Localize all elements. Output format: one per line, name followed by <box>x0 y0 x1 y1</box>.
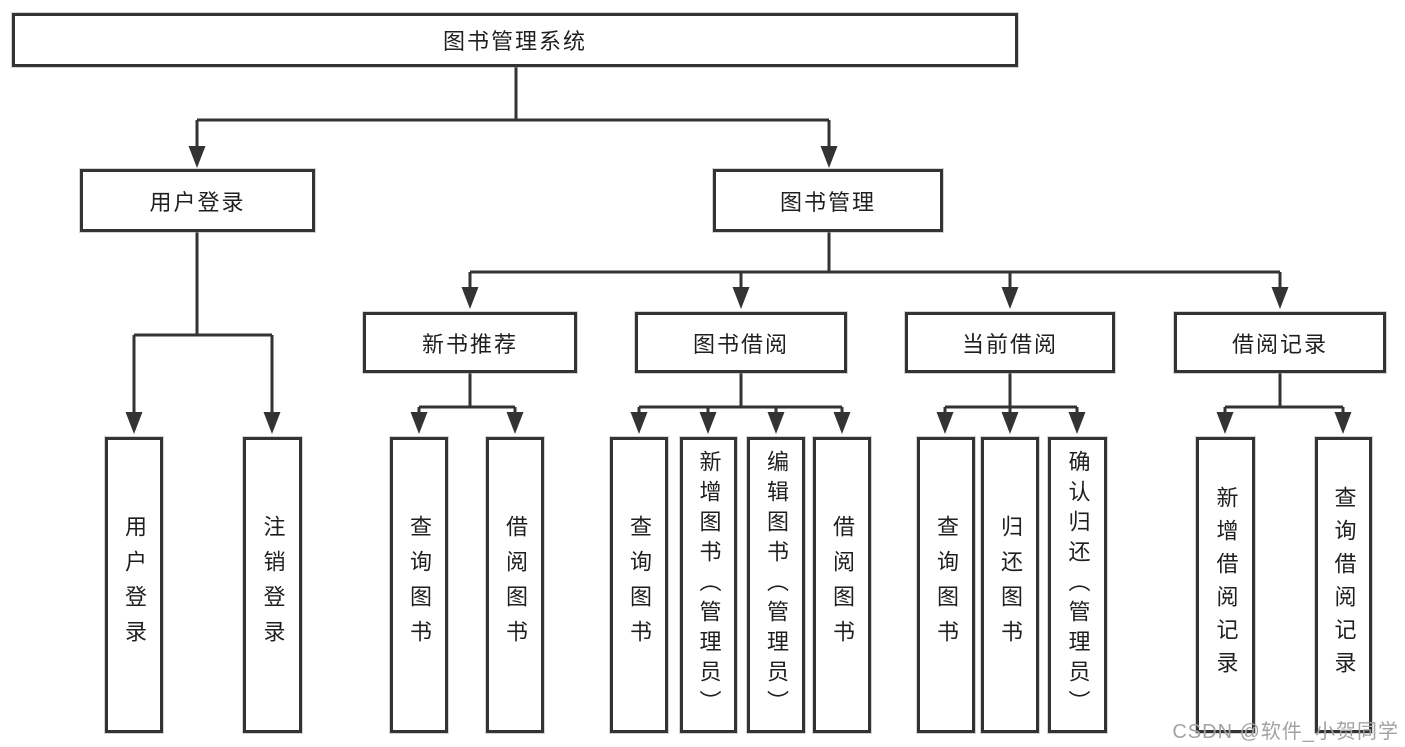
connector-current-borrow-to-leaves <box>943 373 1079 413</box>
leaf-borrow-books-recommend: 借阅图书 <box>486 437 544 733</box>
connector-borrow-records-to-leaves <box>1223 373 1345 413</box>
node-user-login: 用户登录 <box>80 169 315 232</box>
arrow-down-icon <box>1001 287 1019 309</box>
leaf-query-books-borrowing: 查询图书 <box>610 437 668 733</box>
leaf-return-books: 归还图书 <box>981 437 1039 733</box>
node-book-management: 图书管理 <box>713 169 943 232</box>
csdn-watermark: CSDN @软件_小贺同学 <box>1172 721 1399 743</box>
node-library-management-system: 图书管理系统 <box>12 13 1018 67</box>
connector-book-mgmt-to-level3 <box>468 232 1282 288</box>
leaf-add-books-admin: 新增图书（管理员） <box>680 437 737 733</box>
leaf-edit-books-admin: 编辑图书（管理员） <box>747 437 805 733</box>
arrow-down-icon <box>125 412 143 434</box>
node-book-borrowing: 图书借阅 <box>635 312 847 373</box>
connector-book-borrow-to-leaves <box>637 373 844 413</box>
arrow-down-icon <box>936 412 954 434</box>
connector-user-login-to-leaves <box>132 232 274 413</box>
node-new-book-recommendation: 新书推荐 <box>363 312 577 373</box>
leaf-logout: 注销登录 <box>243 437 302 733</box>
arrow-down-icon <box>1271 287 1289 309</box>
arrowheads <box>125 146 1352 434</box>
arrow-down-icon <box>1001 412 1019 434</box>
arrow-down-icon <box>1334 412 1352 434</box>
arrow-down-icon <box>506 412 524 434</box>
arrow-down-icon <box>263 412 281 434</box>
leaf-user-login: 用户登录 <box>105 437 163 733</box>
arrow-down-icon <box>767 412 785 434</box>
leaf-confirm-return-admin: 确认归还（管理员） <box>1048 437 1107 733</box>
arrow-down-icon <box>410 412 428 434</box>
leaf-borrow-books-borrowing: 借阅图书 <box>813 437 871 733</box>
arrow-down-icon <box>188 146 206 168</box>
node-borrowing-records: 借阅记录 <box>1174 312 1386 373</box>
node-current-borrowing: 当前借阅 <box>905 312 1115 373</box>
arrow-down-icon <box>833 412 851 434</box>
connector-root-to-level2 <box>195 67 831 146</box>
arrow-down-icon <box>630 412 648 434</box>
leaf-query-books-current: 查询图书 <box>917 437 975 733</box>
arrow-down-icon <box>699 412 717 434</box>
leaf-add-borrow-record: 新增借阅记录 <box>1196 437 1255 733</box>
connector-new-book-rec-to-leaves <box>417 373 517 413</box>
arrow-down-icon <box>1068 412 1086 434</box>
leaf-query-borrow-record: 查询借阅记录 <box>1315 437 1372 733</box>
leaf-query-books-recommend: 查询图书 <box>390 437 448 733</box>
arrow-down-icon <box>461 287 479 309</box>
arrow-down-icon <box>820 146 838 168</box>
arrow-down-icon <box>732 287 750 309</box>
arrow-down-icon <box>1216 412 1234 434</box>
